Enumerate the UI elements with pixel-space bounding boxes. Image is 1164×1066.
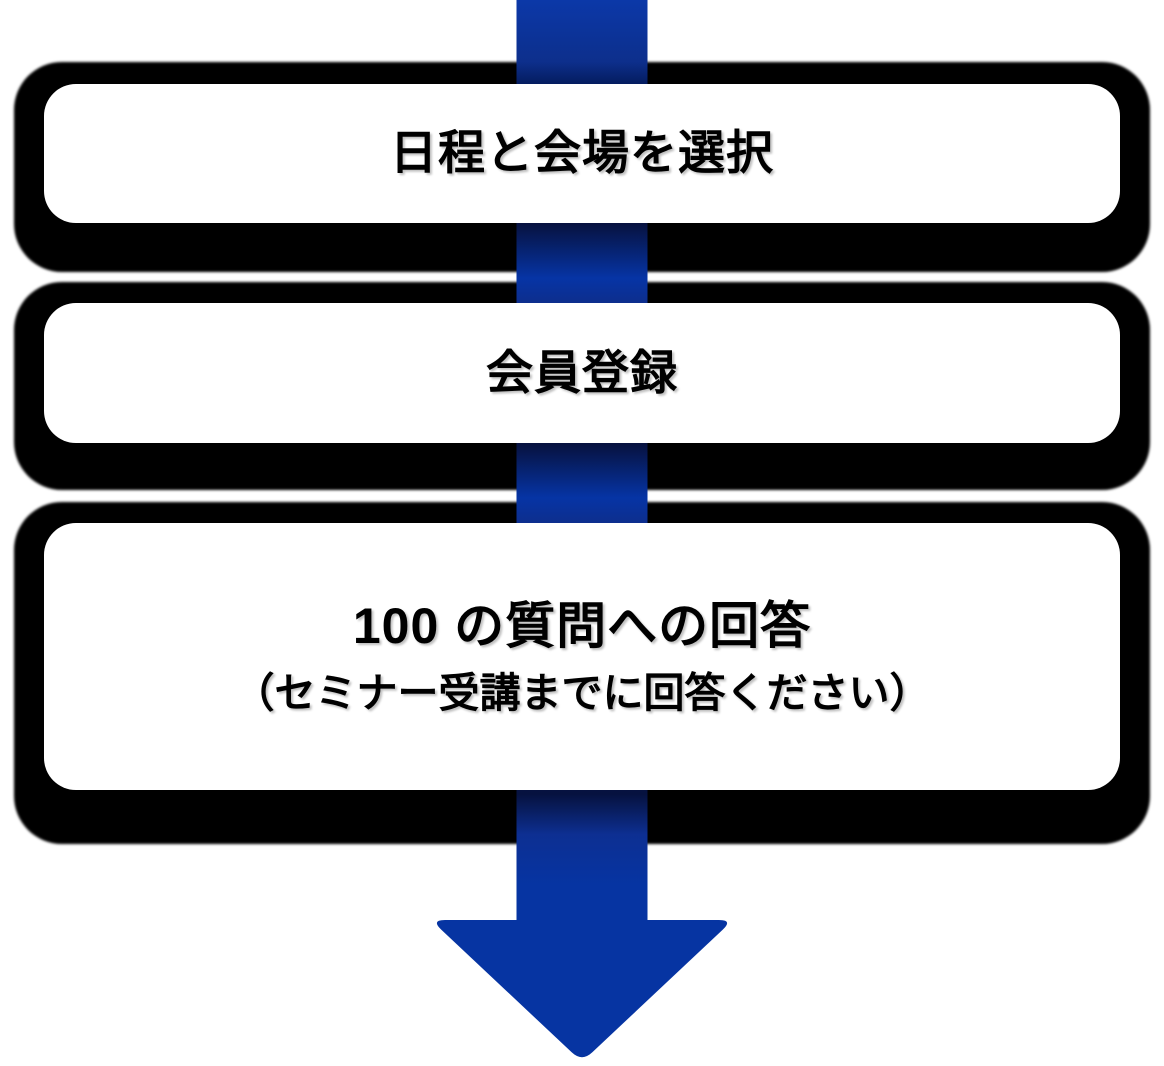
step1-title: 日程と会場を選択: [390, 126, 774, 180]
step1-box: 日程と会場を選択: [44, 84, 1120, 223]
step2-box: 会員登録: [44, 303, 1120, 443]
step3-title: 100 の質問への回答: [352, 597, 812, 654]
step3-box: 100 の質問への回答 （セミナー受講までに回答ください）: [44, 523, 1120, 790]
step2-title: 会員登録: [486, 345, 678, 399]
step3-subtitle: （セミナー受講までに回答ください）: [233, 670, 931, 717]
